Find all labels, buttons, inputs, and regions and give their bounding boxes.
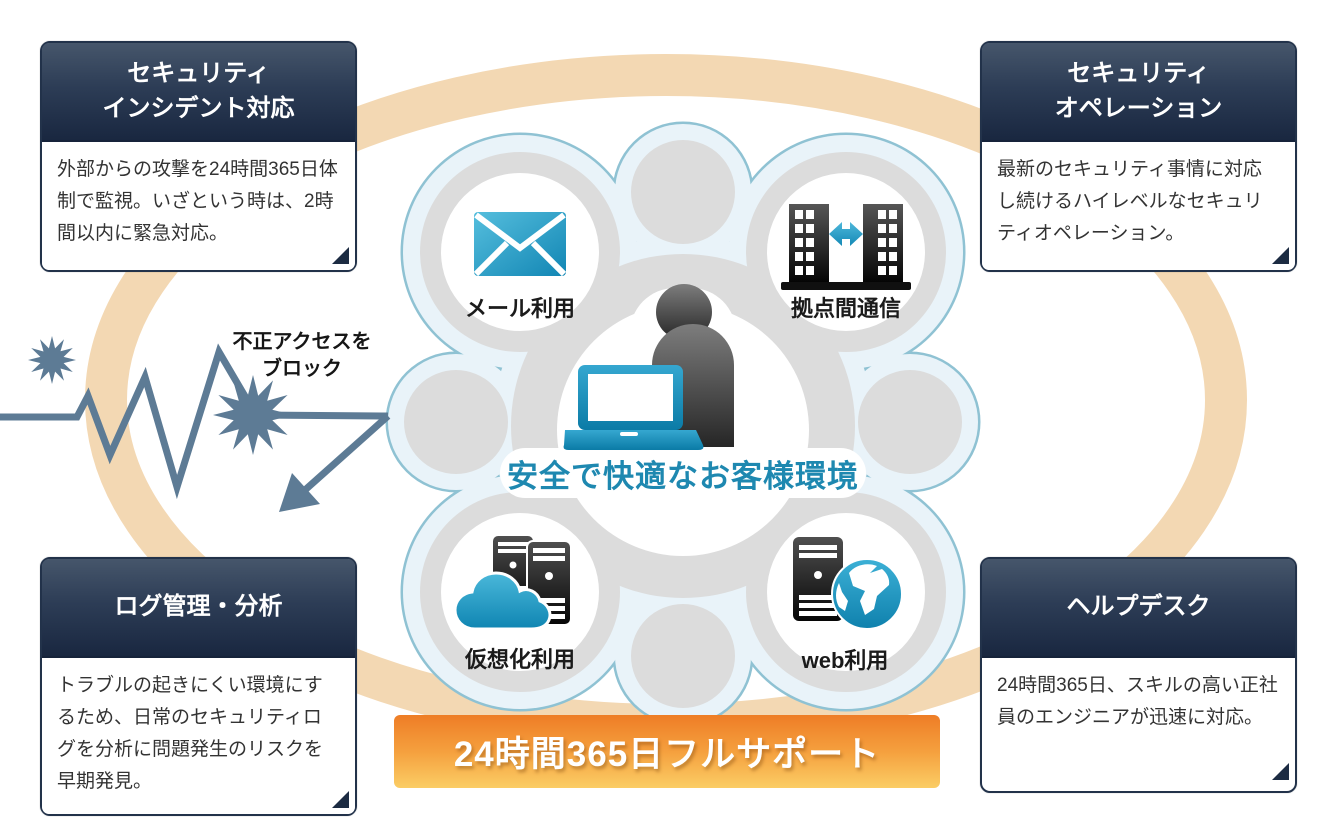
box-description: 外部からの攻撃を24時間365日体制で監視。いざという時は、2時間以内に緊急対応… [57,159,338,244]
server-globe-icon [793,537,903,630]
full-support-banner: 24時間365日フルサポート [394,715,940,788]
service-label-sites: 拠点間通信 [790,296,901,321]
info-box-help-desk: ヘルプデスク 24時間365日、スキルの高い正社員のエンジニアが迅速に対応。 [980,557,1297,793]
attack-zigzag-arrow [0,336,391,512]
box-title: セキュリティ オペレーション [982,43,1295,142]
corner-triangle-icon [332,247,349,264]
box-description: 最新のセキュリティ事情に対応し続けるハイレベルなセキュリティオペレーション。 [997,159,1263,244]
box-description: 24時間365日、スキルの高い正社員のエンジニアが迅速に対応。 [997,675,1278,728]
info-box-log-management: ログ管理・分析 トラブルの起きにくい環境にするため、日常のセキュリティログを分析… [40,557,357,816]
cloud-glyph [453,571,552,631]
buildings-arrow-icon [781,204,911,290]
service-label-mail: メール利用 [464,296,575,321]
center-caption: 安全で快適なお客様環境 [507,459,859,494]
double-arrow-icon [829,222,863,246]
block-unauthorized-access-label: 不正アクセスを ブロック [232,331,372,380]
corner-triangle-icon [1272,247,1289,264]
corner-triangle-icon [332,790,349,808]
box-description: トラブルの起きにくい環境にするため、日常のセキュリティログを分析に問題発生のリス… [57,675,324,792]
arrowhead [279,473,320,512]
box-title: ログ管理・分析 [42,559,355,658]
service-label-virtual: 仮想化利用 [464,647,575,672]
starburst-large [213,375,293,455]
info-box-security-operation: セキュリティ オペレーション 最新のセキュリティ事情に対応し続けるハイレベルなセ… [980,41,1297,272]
info-box-security-incident: セキュリティ インシデント対応 外部からの攻撃を24時間365日体制で監視。いざ… [40,41,357,272]
starburst-small [28,336,76,384]
cloud-servers-icon [453,536,572,631]
corner-triangle-icon [1272,763,1289,780]
box-title: セキュリティ インシデント対応 [42,43,355,142]
person-laptop-icon [563,284,734,450]
box-title: ヘルプデスク [982,559,1295,658]
mail-icon [473,212,567,277]
service-label-web: web利用 [801,648,889,673]
